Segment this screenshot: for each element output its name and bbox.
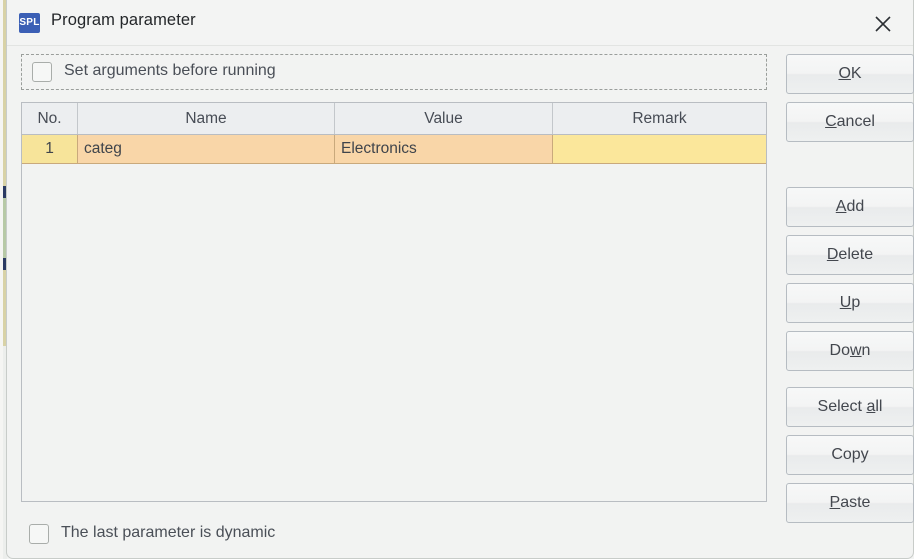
button-label: Paste bbox=[829, 494, 871, 511]
title-bar: SPL Program parameter bbox=[7, 0, 913, 46]
cancel-button[interactable]: Cancel bbox=[786, 102, 914, 142]
copy-button[interactable]: Copy bbox=[786, 435, 914, 475]
button-label: OK bbox=[838, 65, 862, 82]
select-all-button[interactable]: Select all bbox=[786, 387, 914, 427]
column-header-name[interactable]: Name bbox=[78, 103, 335, 134]
button-label: Select all bbox=[817, 398, 883, 415]
background-window-sliver bbox=[0, 0, 7, 559]
close-icon bbox=[875, 16, 891, 32]
column-header-value[interactable]: Value bbox=[335, 103, 553, 134]
table-cell-name[interactable]: categ bbox=[78, 135, 335, 164]
button-label: Add bbox=[835, 198, 865, 215]
delete-button[interactable]: Delete bbox=[786, 235, 914, 275]
last-parameter-dynamic-label: The last parameter is dynamic bbox=[61, 524, 276, 541]
column-header-remark[interactable]: Remark bbox=[553, 103, 766, 134]
button-label: Copy bbox=[831, 446, 869, 463]
ok-button[interactable]: OK bbox=[786, 54, 914, 94]
up-button[interactable]: Up bbox=[786, 283, 914, 323]
column-header-no[interactable]: No. bbox=[22, 103, 78, 134]
button-label: Up bbox=[839, 294, 861, 311]
table-cell-no[interactable]: 1 bbox=[22, 135, 78, 164]
set-arguments-checkbox[interactable] bbox=[32, 62, 52, 82]
paste-button[interactable]: Paste bbox=[786, 483, 914, 523]
add-button[interactable]: Add bbox=[786, 187, 914, 227]
window-title: Program parameter bbox=[51, 11, 196, 29]
button-label: Cancel bbox=[825, 113, 875, 130]
table-cell-value[interactable]: Electronics bbox=[335, 135, 553, 164]
dialog-panel: SPL Program parameter Set arguments befo… bbox=[6, 0, 914, 559]
set-arguments-label: Set arguments before running bbox=[64, 62, 276, 79]
spl-app-icon: SPL bbox=[19, 13, 40, 33]
close-button[interactable] bbox=[857, 0, 909, 45]
last-parameter-dynamic-checkbox[interactable] bbox=[29, 524, 49, 544]
button-label: Down bbox=[829, 342, 871, 359]
set-arguments-focus-ring: Set arguments before running bbox=[21, 54, 767, 90]
button-label: Delete bbox=[826, 246, 874, 263]
down-button[interactable]: Down bbox=[786, 331, 914, 371]
table-cell-remark[interactable] bbox=[553, 135, 766, 164]
